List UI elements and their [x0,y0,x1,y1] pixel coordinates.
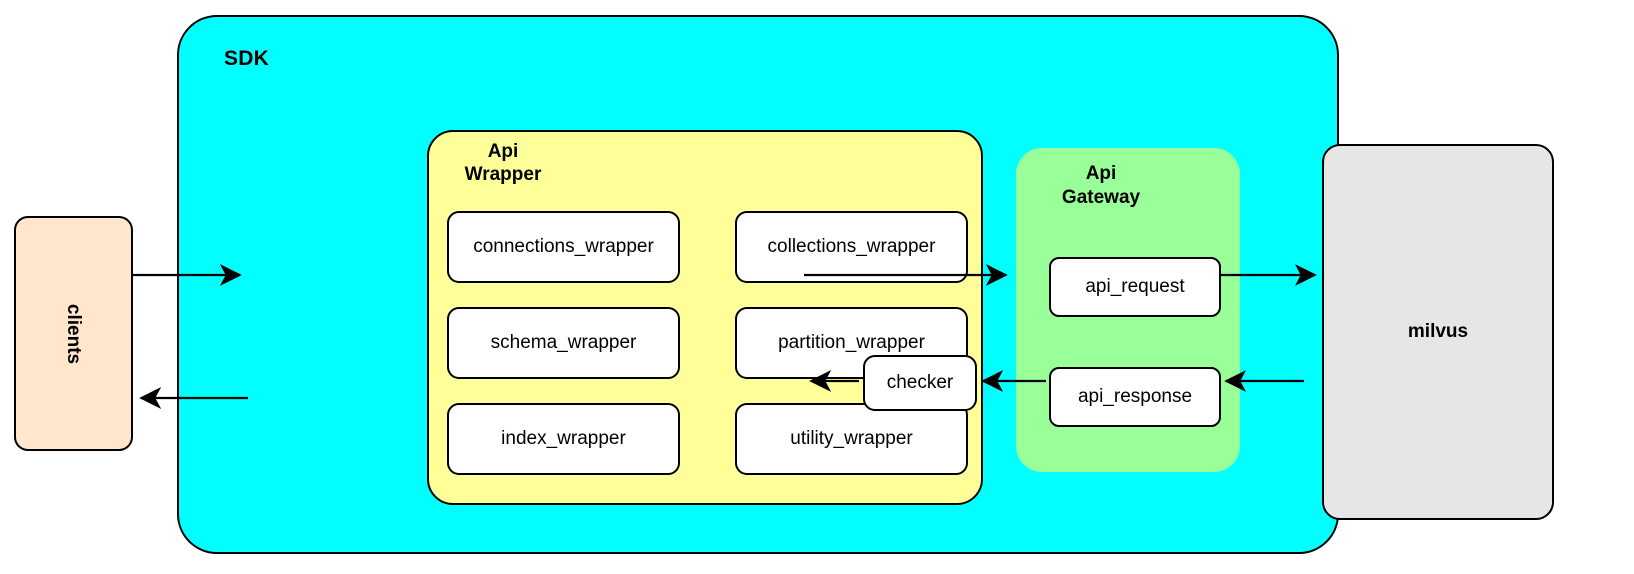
api-wrapper-container[interactable]: Api Wrapper connections_wrapper collecti… [427,130,983,505]
node-collections-wrapper[interactable]: collections_wrapper [735,211,968,283]
api-wrapper-label: Api Wrapper [464,141,542,185]
api-gateway-label: Api Gateway [1061,163,1141,208]
sdk-container[interactable]: SDK Api Wrapper connections_wrapper coll… [177,15,1339,554]
node-api-response[interactable]: api_response [1049,367,1221,427]
node-api-request[interactable]: api_request [1049,257,1221,317]
node-connections-wrapper[interactable]: connections_wrapper [447,211,680,283]
node-milvus[interactable]: milvus [1322,144,1554,520]
node-partition-wrapper[interactable]: partition_wrapper [735,307,968,379]
node-schema-wrapper[interactable]: schema_wrapper [447,307,680,379]
node-utility-wrapper[interactable]: utility_wrapper [735,403,968,475]
api-gateway-container[interactable]: Api Gateway api_request api_response [1016,148,1240,472]
node-checker[interactable]: checker [863,355,977,411]
clients-label: clients [63,303,85,364]
node-index-wrapper[interactable]: index_wrapper [447,403,680,475]
node-clients[interactable]: clients [14,216,133,451]
sdk-label: SDK [224,47,269,70]
